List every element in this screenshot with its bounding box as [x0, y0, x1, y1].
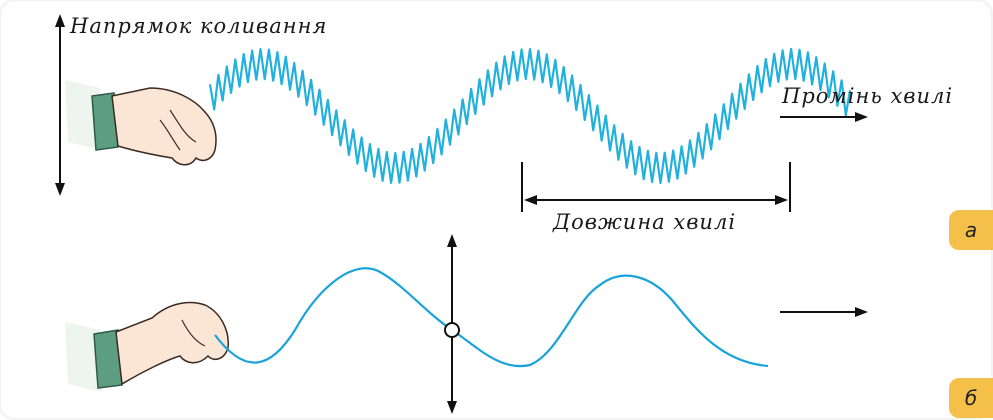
wavelength-dimension-a	[522, 162, 790, 212]
wave-ray-arrow-a	[780, 112, 868, 122]
wave-ray-label: Промінь хвилі	[782, 84, 953, 108]
string-wave-b	[215, 268, 768, 366]
wavelength-label: Довжина хвилі	[553, 210, 736, 234]
hand-icon-b	[65, 303, 228, 392]
spring-wave-a	[210, 49, 850, 183]
hand-icon-a	[65, 80, 216, 165]
wave-ray-arrow-b	[780, 307, 868, 317]
oscillation-arrow-a	[55, 14, 65, 196]
string-point-b	[445, 323, 459, 337]
panel-tab-a: а	[949, 210, 993, 250]
panel-tab-b: б	[949, 378, 993, 418]
oscillation-direction-label: Напрямок коливання	[70, 14, 327, 38]
